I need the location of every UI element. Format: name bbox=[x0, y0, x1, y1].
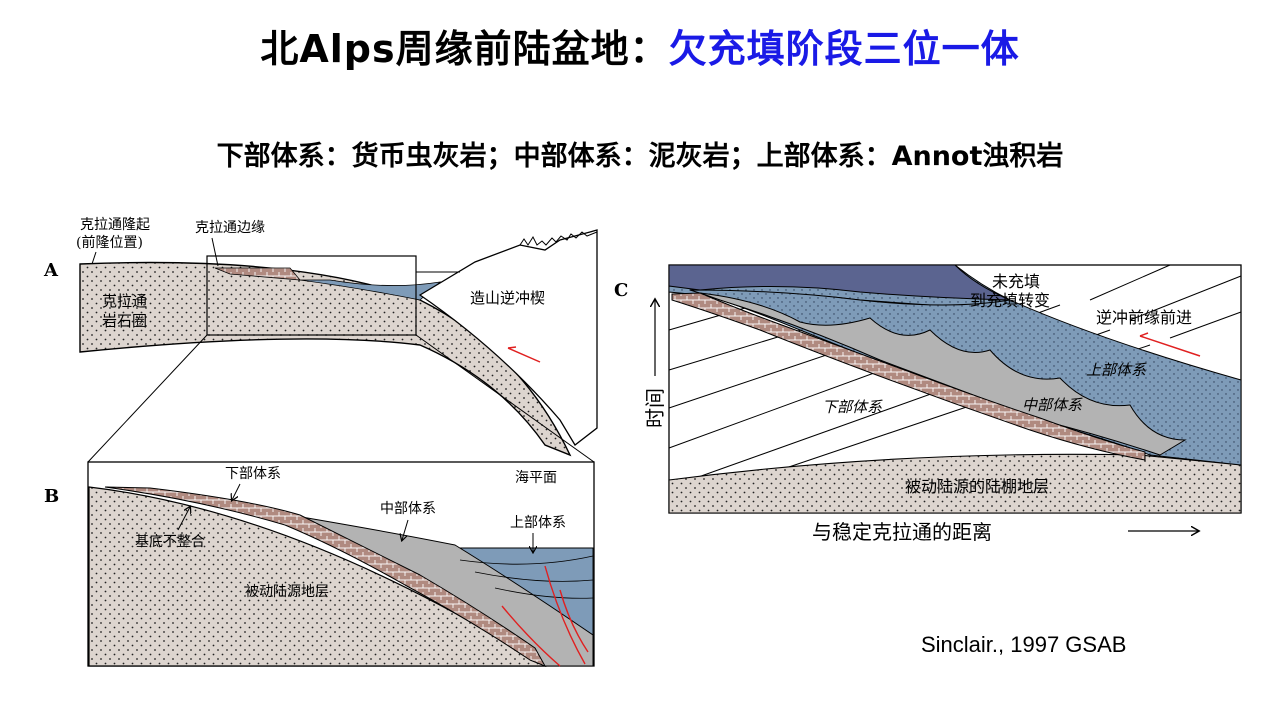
wedge-crest bbox=[519, 231, 598, 246]
lower-system-fill bbox=[104, 486, 547, 667]
panel-a-letter: A bbox=[43, 260, 59, 281]
zoom-box bbox=[206, 255, 417, 336]
upper-system-label-c: 上部体系 bbox=[1086, 361, 1147, 379]
middle-system-c bbox=[699, 292, 1187, 456]
lithosphere-label-2: 岩石圈 bbox=[102, 312, 147, 330]
citation: Sinclair., 1997 GSAB bbox=[921, 632, 1127, 657]
slide-subtitle: 下部体系：货币虫灰岩；中部体系：泥灰岩；上部体系：Annot浊积岩 bbox=[216, 141, 1064, 172]
panel-c: C 未充填 到充填转变 逆冲前缘前进 上部体系 bbox=[614, 264, 1242, 544]
lower-system-label-c: 下部体系 bbox=[822, 398, 883, 416]
underfilled-zone bbox=[668, 264, 1011, 301]
title-highlight: 欠充填阶段三位一体 bbox=[668, 27, 1020, 71]
thrust-advance-label: 逆冲前缘前进 bbox=[1096, 308, 1192, 327]
thrust-b-2 bbox=[559, 589, 589, 653]
thrust-arrow-a bbox=[507, 347, 541, 363]
time-axis-label: 时间 bbox=[643, 388, 667, 428]
panel-b-letter: B bbox=[44, 486, 59, 507]
slide-title: 北Alps周缘前陆盆地：欠充填阶段三位一体 bbox=[0, 18, 1280, 73]
transition-label-1: 未充填 bbox=[992, 272, 1040, 291]
panel-b: B 下部体系 海平面 中部体系 上部体系 基底不整合 被动陆源地层 bbox=[44, 461, 595, 667]
wedge-label: 造山逆冲楔 bbox=[470, 289, 545, 307]
thrust-b-1 bbox=[544, 565, 586, 665]
lower-system-c bbox=[671, 292, 1146, 461]
transition-label-2: 到充填转变 bbox=[970, 291, 1050, 310]
middle-system-label-c: 中部体系 bbox=[1022, 396, 1083, 414]
upper-system-label: 上部体系 bbox=[510, 515, 566, 531]
title-main: 北Alps周缘前陆盆地： bbox=[260, 27, 669, 71]
panel-c-letter: C bbox=[614, 280, 628, 301]
lower-system-label: 下部体系 bbox=[225, 466, 281, 482]
panel-a: A 克拉通隆起 (前隆位置) 克拉通边缘 克拉通 岩石圈 造山逆冲楔 bbox=[43, 217, 598, 463]
passive-strata-label: 被动陆源地层 bbox=[245, 584, 329, 600]
thrust-arrow-c bbox=[1139, 335, 1201, 357]
forebulge-label-2: (前隆位置) bbox=[76, 234, 143, 251]
craton-lithosphere bbox=[79, 261, 572, 457]
thrust-b-3 bbox=[501, 605, 561, 667]
lithosphere-label-1: 克拉通 bbox=[102, 292, 147, 310]
unconformity-label: 基底不整合 bbox=[135, 533, 205, 550]
distance-axis-label: 与稳定克拉通的距离 bbox=[812, 520, 992, 544]
forebulge-label-1: 克拉通隆起 bbox=[80, 217, 150, 233]
margin-label: 克拉通边缘 bbox=[195, 220, 265, 236]
sea-level-label: 海平面 bbox=[515, 470, 557, 486]
shelf-strata-label: 被动陆源的陆棚地层 bbox=[905, 477, 1049, 496]
middle-system-label: 中部体系 bbox=[380, 501, 436, 517]
